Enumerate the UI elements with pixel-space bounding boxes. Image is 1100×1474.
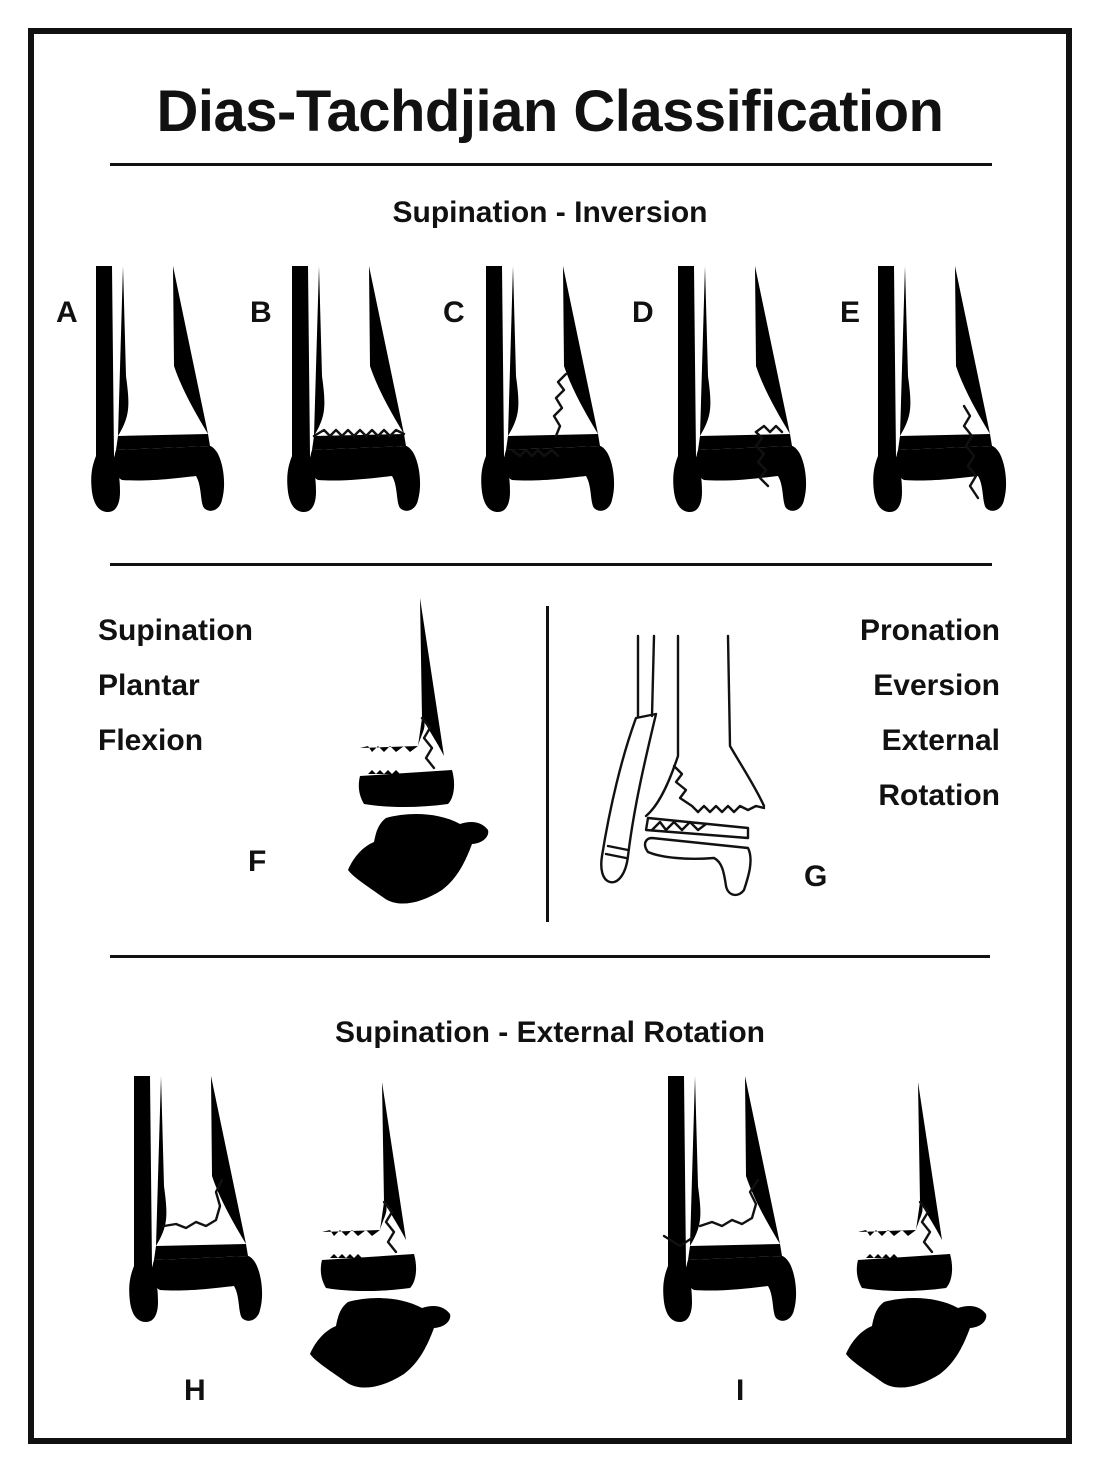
label-line-eversion: Eversion: [873, 669, 1000, 702]
section-title-supination-external-rotation: Supination - External Rotation: [334, 1016, 765, 1049]
divider-vertical: [546, 606, 549, 922]
panel-label-d: D: [632, 296, 654, 329]
panel-label-f: F: [248, 845, 267, 878]
illustration-c: [481, 266, 615, 512]
illustration-h-lateral: [310, 1082, 451, 1388]
illustration-i-front: [662, 1076, 797, 1322]
panel-label-h: H: [184, 1374, 206, 1407]
label-line-pronation: Pronation: [860, 614, 1000, 647]
divider-top: [110, 163, 992, 166]
panel-label-i: I: [736, 1374, 745, 1407]
panel-label-c: C: [443, 296, 465, 329]
illustration-h-front: [129, 1076, 263, 1322]
illustration-d: [673, 266, 807, 512]
label-line-flexion: Flexion: [98, 724, 204, 757]
outer-frame: [28, 28, 1072, 1444]
illustration-b: [287, 266, 421, 512]
label-line-plantar: Plantar: [98, 669, 200, 702]
label-line-external: External: [881, 724, 1000, 757]
label-line-supination: Supination: [98, 614, 253, 647]
illustration-a: [91, 266, 225, 512]
panel-label-b: B: [250, 296, 272, 329]
label-pronation-eversion-external-rotation: Pronation Eversion External Rotation: [770, 603, 1000, 823]
section-title-supination-inversion: Supination - Inversion: [392, 196, 708, 229]
page-title: Dias-Tachdjian Classification: [156, 79, 944, 144]
label-supination-plantar-flexion: Supination Plantar Flexion: [98, 603, 253, 768]
illustration-i-lateral: [846, 1082, 987, 1388]
panel-label-e: E: [840, 296, 861, 329]
illustration-e: [873, 266, 1007, 512]
label-line-rotation: Rotation: [878, 779, 1000, 812]
divider-bottom: [110, 955, 990, 958]
panel-label-a: A: [56, 296, 78, 329]
illustration-g: [600, 634, 766, 897]
illustration-f: [348, 598, 489, 904]
panel-label-g: G: [804, 860, 828, 893]
divider-middle: [110, 563, 992, 566]
